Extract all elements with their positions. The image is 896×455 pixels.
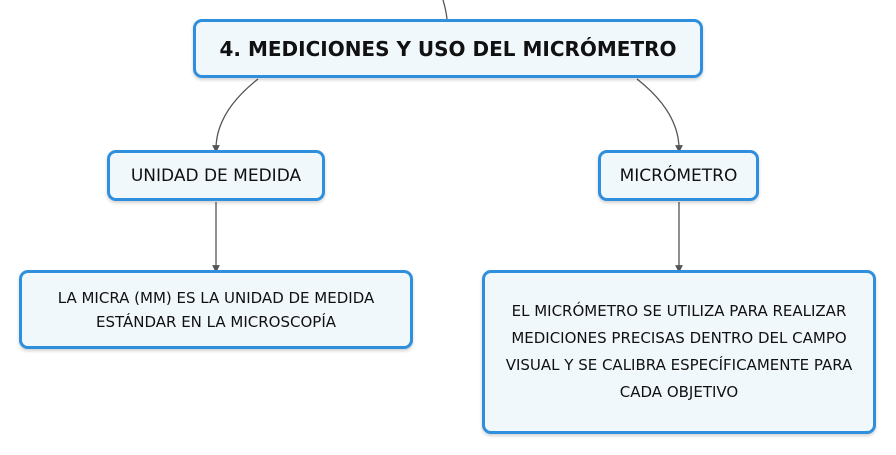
micra-definition-node[interactable]: LA MICRA (MM) ES LA UNIDAD DE MEDIDA EST… (19, 270, 413, 349)
micrometro-node[interactable]: MICRÓMETRO (598, 150, 759, 201)
root-topic-label: 4. MEDICIONES Y USO DEL MICRÓMETRO (219, 36, 677, 61)
micrometro-label: MICRÓMETRO (619, 165, 738, 186)
incoming-connector (442, 0, 448, 20)
micrometro-description-node[interactable]: EL MICRÓMETRO SE UTILIZA PARA REALIZAR M… (482, 270, 876, 434)
unidad-de-medida-label: UNIDAD DE MEDIDA (130, 165, 302, 186)
micra-definition-text: LA MICRA (MM) ES LA UNIDAD DE MEDIDA EST… (57, 288, 375, 331)
connector-root-to-micrometro (636, 78, 683, 153)
unidad-de-medida-node[interactable]: UNIDAD DE MEDIDA (107, 150, 325, 201)
connector-root-to-unidad (212, 78, 259, 153)
root-topic-node[interactable]: 4. MEDICIONES Y USO DEL MICRÓMETRO (193, 19, 703, 78)
micrometro-description-text: EL MICRÓMETRO SE UTILIZA PARA REALIZAR M… (505, 302, 853, 401)
